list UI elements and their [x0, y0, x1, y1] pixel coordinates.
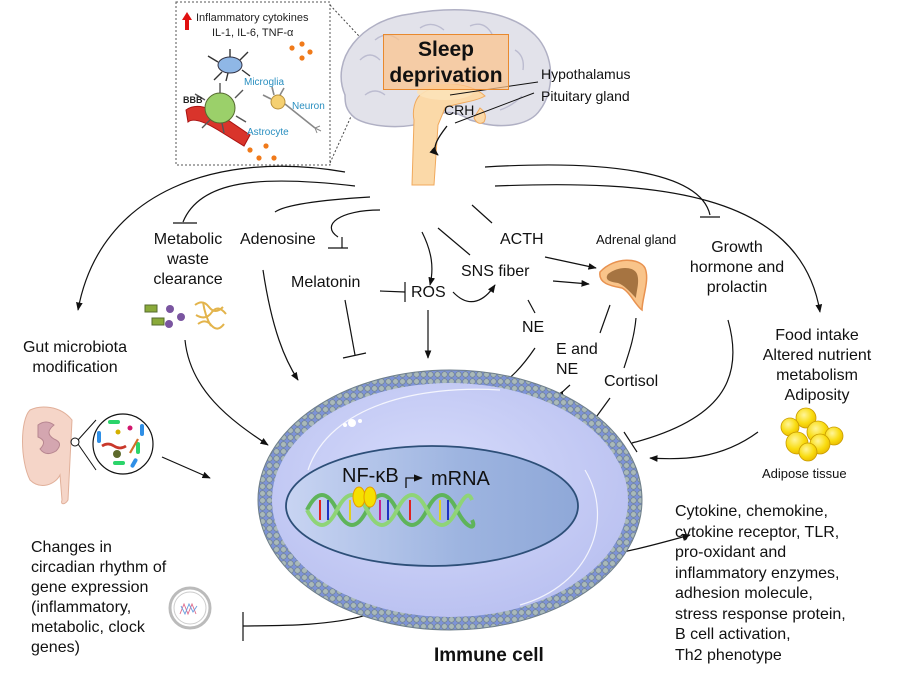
nfkb-label: NF-κB: [342, 465, 399, 487]
astrocyte-icon: [194, 83, 247, 134]
gene-output-list: Cytokine, chemokine,cytokine receptor, T…: [675, 503, 846, 664]
adrenal-gland-label: Adrenal gland: [596, 232, 677, 247]
up-arrow-icon: [182, 12, 192, 30]
inset-heading: Inflammatory cytokines: [196, 12, 309, 24]
ne-label: NE: [522, 319, 545, 336]
adipose-tissue-label: Adipose tissue: [762, 466, 847, 481]
gut-microbiota-icon: [22, 406, 154, 505]
acth-label: ACTH: [500, 231, 544, 248]
inset-panel: [175, 1, 373, 166]
neuron-icon: [262, 86, 322, 134]
microglia-label: Microglia: [244, 77, 285, 88]
mrna-label: mRNA: [431, 468, 490, 490]
blood-vessel-icon: [185, 105, 251, 147]
pathway-lines: [76, 164, 823, 641]
metabolic-waste-icon: [144, 301, 227, 330]
crh-label: CRH: [444, 102, 475, 118]
immune-cell-label: Immune cell: [434, 645, 544, 666]
nucleus: [285, 445, 579, 567]
nfkb-protein-icon: [352, 486, 377, 508]
bbb-label: BBB: [183, 95, 203, 105]
sns-fiber-label: SNS fiber: [461, 263, 530, 280]
cytokine-dots: [247, 41, 313, 161]
hypothalamus-label: Hypothalamus: [541, 66, 631, 82]
adipose-tissue-icon: [780, 407, 844, 462]
immune-cell-illustration: [257, 369, 643, 631]
melatonin-label: Melatonin: [291, 274, 361, 291]
neuron-label: Neuron: [292, 101, 325, 112]
astrocyte-label: Astrocyte: [247, 127, 289, 138]
sleep-deprivation-box: Sleep deprivation: [383, 34, 509, 90]
dna-helix-icon: [305, 493, 476, 529]
inset-cytokine-list: IL-1, IL-6, TNF-α: [212, 27, 294, 39]
crh-arrow: [429, 125, 448, 156]
transcription-start-arrow: [405, 474, 423, 488]
clock-icon: [168, 586, 212, 630]
microglia-icon: [207, 49, 251, 82]
pituitary-label: Pituitary gland: [541, 88, 630, 104]
adenosine-label: Adenosine: [240, 231, 316, 248]
ros-label: ROS: [411, 284, 446, 301]
cortisol-label: Cortisol: [604, 373, 659, 390]
